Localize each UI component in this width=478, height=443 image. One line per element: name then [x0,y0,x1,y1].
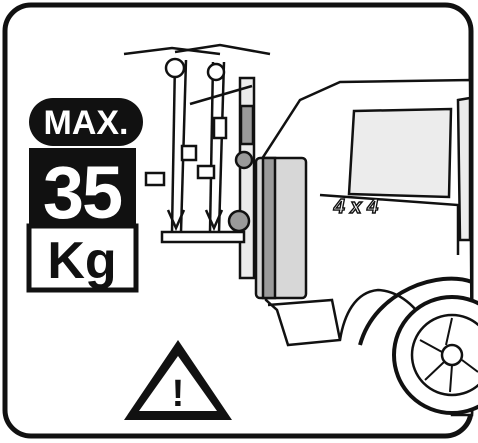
weight-value-box [29,148,136,224]
max-label-pill [29,98,143,146]
weight-unit-box [26,223,139,293]
warning-symbol: ! [172,373,185,415]
suv-wheel-arch [358,276,473,346]
weight-value: 35 [43,151,122,234]
suv-bumper [267,298,342,341]
vehicle-emblem: 4 x 4 [333,196,378,218]
warning-triangle-icon: ! [124,340,232,420]
suv-side-window [347,107,453,199]
weight-limit-badge: MAX. 35 Kg [26,98,143,293]
carrier-crossbar [160,230,246,244]
carrier-pack-strap [261,156,277,300]
suv-door-seam [319,193,460,255]
suv-rear-wheel [392,295,478,415]
carrier-mast-clamp [239,104,255,146]
bike-left [123,46,221,233]
bike-carrier [123,43,308,300]
suv-rear [256,78,478,417]
suv-rear-window [456,96,472,242]
carrier-knob-upper [234,150,254,170]
weight-unit: Kg [47,232,116,290]
max-label: MAX. [44,104,129,142]
carrier-knob-lower [227,209,251,233]
bike-right [174,43,271,233]
